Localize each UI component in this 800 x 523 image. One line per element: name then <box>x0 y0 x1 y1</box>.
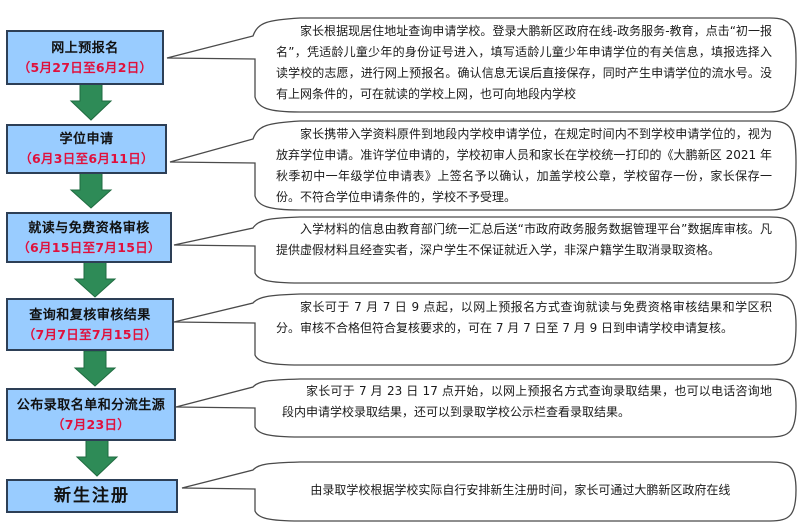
step-box-new-student-registration: 新生注册 <box>6 479 178 513</box>
step-date: （6月15日至7月15日） <box>17 239 161 255</box>
step-description: 由录取学校根据学校实际自行安排新生注册时间，家长可通过大鹏新区政府在线 <box>290 480 790 501</box>
callout-bubble <box>169 120 797 211</box>
step-box-admission-list: 公布录取名单和分流生源 （7月23日） <box>6 388 176 441</box>
step-date: （7月7日至7月15日） <box>22 326 158 342</box>
step-title: 查询和复核审核结果 <box>29 307 151 323</box>
arrow-down-icon <box>69 83 113 121</box>
step-title: 就读与免费资格审核 <box>28 220 150 236</box>
description-text: 由录取学校根据学校实际自行安排新生注册时间，家长可通过大鹏新区政府在线 <box>310 483 731 497</box>
step-title: 网上预报名 <box>51 40 119 56</box>
description-text: 家长可于 7 月 23 日 17 点开始，以网上预报名方式查询录取结果，也可以电… <box>282 384 772 419</box>
callout-bubble <box>175 378 797 438</box>
description-text: 家长根据现居住地址查询申请学校。登录大鹏新区政府在线-政务服务-教育，点击“初一… <box>276 24 772 101</box>
callout-bubble <box>181 461 797 522</box>
step-box-seat-application: 学位申请 （6月3日至6月11日） <box>6 124 167 174</box>
arrow-down-icon <box>69 172 113 209</box>
step-description: 家长携带入学资料原件到地段内学校申请学位，在规定时间内不到学校申请学位的，视为放… <box>276 124 772 208</box>
step-title: 学位申请 <box>59 132 114 147</box>
step-date: （5月27日至6月2日） <box>17 59 153 75</box>
step-description: 家长可于 7 月 23 日 17 点开始，以网上预报名方式查询录取结果，也可以电… <box>282 381 772 423</box>
step-description: 家长可于 7 月 7 日 9 点起，以网上预报名方式查询就读与免费资格审核结果和… <box>276 297 772 339</box>
description-text: 家长携带入学资料原件到地段内学校申请学位，在规定时间内不到学校申请学位的，视为放… <box>276 127 772 204</box>
step-description: 入学材料的信息由教育部门统一汇总后送“市政府政务服务数据管理平台”数据库审核。凡… <box>276 219 772 261</box>
step-title: 公布录取名单和分流生源 <box>16 397 166 413</box>
step-description: 家长根据现居住地址查询申请学校。登录大鹏新区政府在线-政务服务-教育，点击“初一… <box>276 21 772 105</box>
step-box-result-query: 查询和复核审核结果 （7月7日至7月15日） <box>6 298 174 351</box>
step-box-eligibility-review: 就读与免费资格审核 （6月15日至7月15日） <box>6 212 172 263</box>
callout-bubble <box>173 216 797 284</box>
arrow-down-icon <box>73 261 117 298</box>
arrow-down-icon <box>73 350 117 387</box>
arrow-down-icon <box>75 439 119 477</box>
step-date: （6月3日至6月11日） <box>19 151 154 166</box>
callout-bubble <box>173 293 797 366</box>
callout-bubble <box>166 17 797 113</box>
description-text: 入学材料的信息由教育部门统一汇总后送“市政府政务服务数据管理平台”数据库审核。凡… <box>276 222 772 257</box>
step-title: 新生注册 <box>54 485 130 506</box>
description-text: 家长可于 7 月 7 日 9 点起，以网上预报名方式查询就读与免费资格审核结果和… <box>276 300 772 335</box>
step-box-online-preregistration: 网上预报名 （5月27日至6月2日） <box>6 30 164 85</box>
step-date: （7月23日） <box>51 416 131 432</box>
